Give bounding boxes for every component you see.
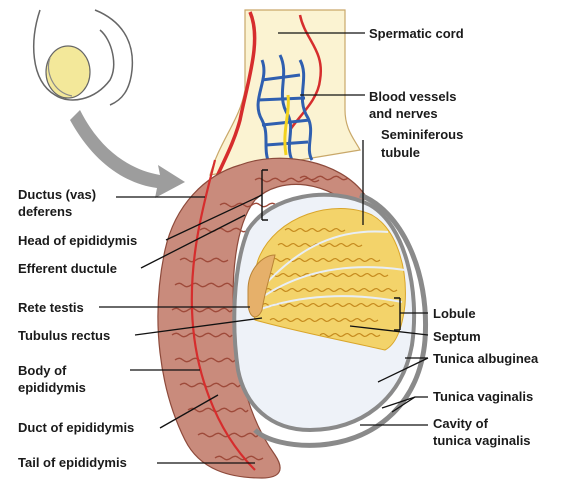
label-tail-epididymis: Tail of epididymis — [18, 455, 127, 470]
label-ductus: Ductus (vas) — [18, 187, 96, 202]
label-rete-testis: Rete testis — [18, 300, 84, 315]
label-tubulus-rectus: Tubulus rectus — [18, 328, 110, 343]
label-blood-vessels-2: and nerves — [369, 106, 438, 121]
label-lobule: Lobule — [433, 306, 476, 321]
label-seminiferous-2: tubule — [381, 145, 420, 160]
label-spermatic-cord: Spermatic cord — [369, 26, 464, 41]
label-cavity-2: tunica vaginalis — [433, 433, 531, 448]
label-duct-epididymis: Duct of epididymis — [18, 420, 134, 435]
label-head-epididymis: Head of epididymis — [18, 233, 137, 248]
label-tunica-albuginea: Tunica albuginea — [433, 351, 539, 366]
label-efferent-ductule: Efferent ductule — [18, 261, 117, 276]
label-blood-vessels: Blood vessels — [369, 89, 456, 104]
zoom-arrow-icon — [70, 110, 185, 198]
label-body-epididymis: Body of — [18, 363, 67, 378]
label-ductus-2: deferens — [18, 204, 72, 219]
label-cavity: Cavity of — [433, 416, 489, 431]
label-seminiferous: Seminiferous — [381, 127, 463, 142]
label-septum: Septum — [433, 329, 481, 344]
label-body-epididymis-2: epididymis — [18, 380, 86, 395]
body-outline-icon — [34, 10, 133, 105]
label-tunica-vaginalis: Tunica vaginalis — [433, 389, 533, 404]
